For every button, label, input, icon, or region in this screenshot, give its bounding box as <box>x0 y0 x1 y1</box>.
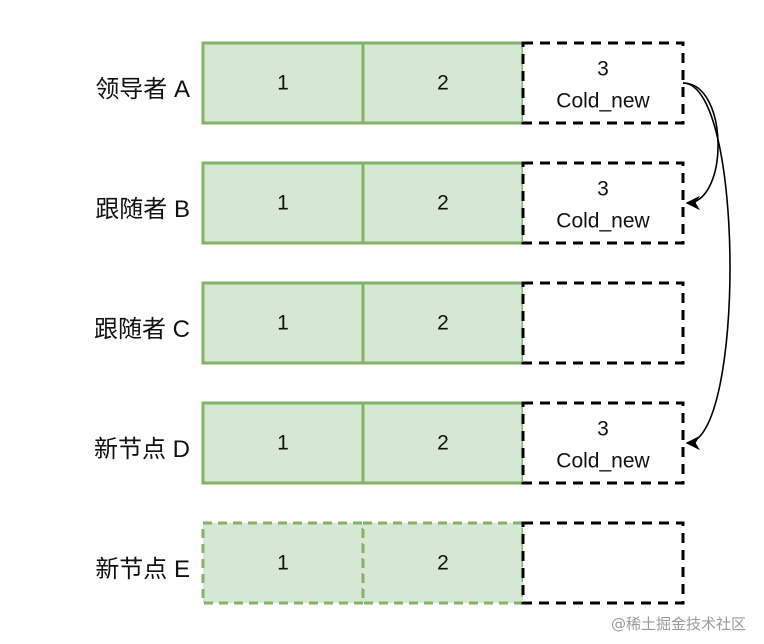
entry-config-label: Cold_new <box>556 450 650 473</box>
entry-index: 1 <box>277 552 289 575</box>
replication-arrow <box>682 82 731 451</box>
entry-index: 3 <box>597 58 609 81</box>
log-entry-committed <box>361 161 525 245</box>
replication-arrow <box>682 82 719 211</box>
node-label-b: 跟随者 B <box>95 196 190 223</box>
log-entry-pending <box>521 41 685 125</box>
log-entry-pending <box>521 161 685 245</box>
entry-index: 2 <box>437 432 449 455</box>
entry-index: 1 <box>277 432 289 455</box>
entry-config-label: Cold_new <box>556 210 650 233</box>
log-entry-uncommitted <box>361 521 525 605</box>
node-label-a: 领导者 A <box>95 76 190 103</box>
log-entry-empty <box>521 521 685 605</box>
log-entry-uncommitted <box>201 521 365 605</box>
node-label-e: 新节点 E <box>95 556 190 583</box>
watermark: @稀土掘金技术社区 <box>610 615 746 633</box>
log-entry-committed <box>361 281 525 365</box>
node-label-c: 跟随者 C <box>94 316 190 343</box>
log-entry-committed <box>201 281 365 365</box>
log-entry-committed <box>361 401 525 485</box>
node-label-d: 新节点 D <box>94 436 190 463</box>
entry-index: 2 <box>437 192 449 215</box>
entry-index: 2 <box>437 72 449 95</box>
log-entry-pending <box>521 401 685 485</box>
entry-index: 1 <box>277 192 289 215</box>
entry-index: 1 <box>277 312 289 335</box>
entry-index: 2 <box>437 552 449 575</box>
entry-index: 3 <box>597 178 609 201</box>
entry-index: 2 <box>437 312 449 335</box>
entry-index: 1 <box>277 72 289 95</box>
entry-config-label: Cold_new <box>556 90 650 113</box>
entry-index: 3 <box>597 418 609 441</box>
log-entry-empty <box>521 281 685 365</box>
log-entry-committed <box>201 41 365 125</box>
